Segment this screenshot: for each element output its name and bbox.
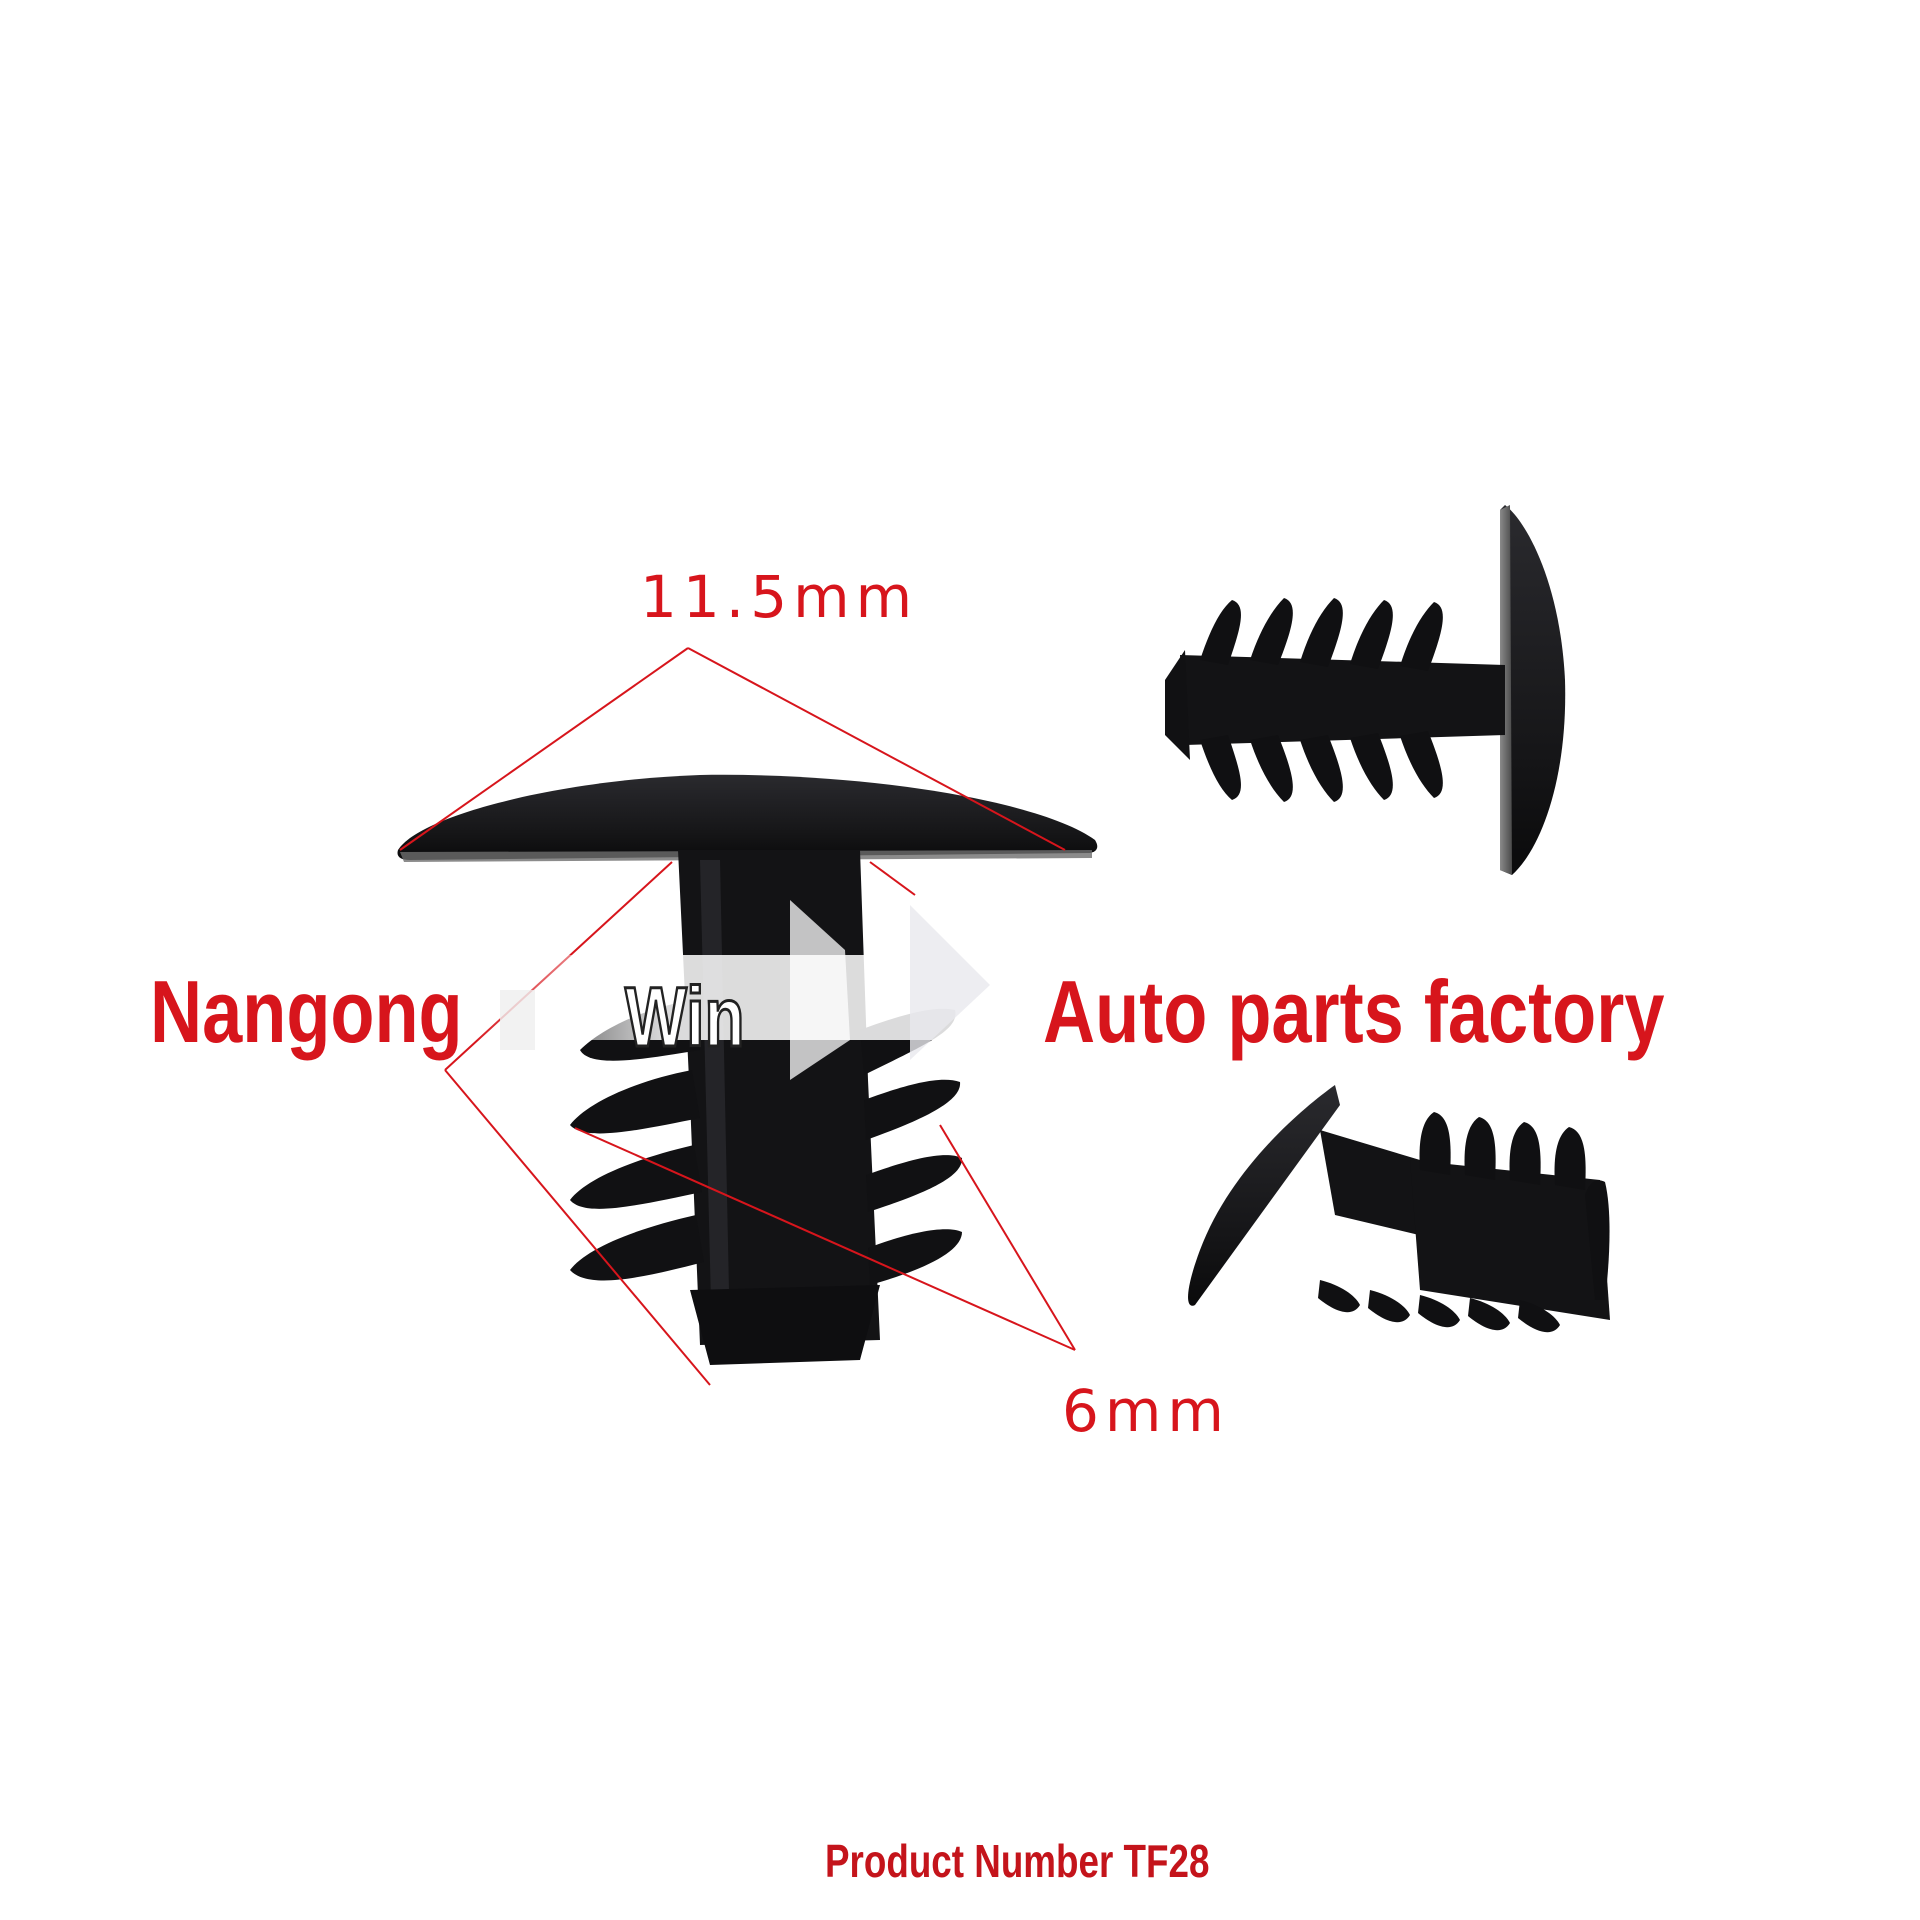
main-clip-head xyxy=(397,774,1098,860)
watermark-brand-right: Auto parts factory xyxy=(1043,962,1665,1061)
watermark-blur-band xyxy=(470,900,1770,1080)
side-clip-upper xyxy=(1165,505,1566,875)
main-clip xyxy=(397,774,1098,1365)
head-diameter-label: 11.5mm xyxy=(640,563,919,631)
shank-diameter-label: 6mm xyxy=(1062,1377,1230,1445)
side-clip-upper-head xyxy=(1500,505,1566,875)
watermark-brand-left: Nangong xyxy=(150,962,463,1061)
side-clip-lower xyxy=(1188,1085,1610,1333)
product-number-label: Product Number TF28 xyxy=(825,1835,1210,1887)
side-clip-lower-head xyxy=(1188,1085,1340,1306)
watermark-brand-middle: Win xyxy=(624,970,746,1064)
